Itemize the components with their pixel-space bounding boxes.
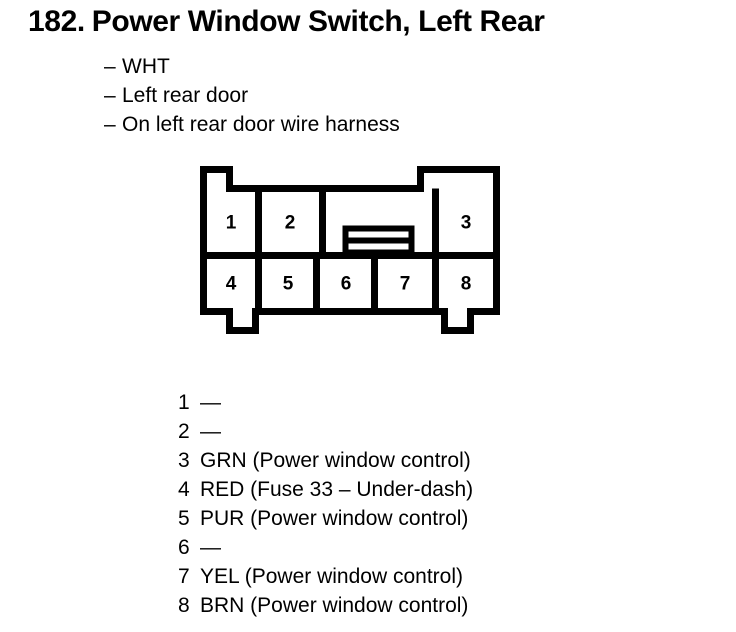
pin-assignment-description: YEL (Power window control) (200, 565, 463, 588)
page-title: 182.Power Window Switch, Left Rear (28, 4, 545, 40)
pin-assignment-number: 5 (178, 507, 190, 530)
dash-marker: – (104, 55, 116, 78)
pin-assignment-description: GRN (Power window control) (200, 449, 471, 472)
pin-cell-4: 4 (226, 274, 237, 295)
pin-assignment-number: 8 (178, 594, 190, 617)
pin-cell-8: 8 (461, 274, 472, 295)
description-item: – WHT (104, 52, 400, 81)
description-item: – On left rear door wire harness (104, 110, 400, 139)
pin-assignment-row: 5 PUR (Power window control) (178, 504, 473, 533)
pin-assignment-description: RED (Fuse 33 – Under-dash) (200, 478, 474, 501)
pin-assignment-number: 4 (178, 478, 190, 501)
pin-assignment-description: — (200, 420, 221, 443)
pin-assignment-description: BRN (Power window control) (200, 594, 469, 617)
pin-cell-6: 6 (341, 274, 352, 295)
pin-assignment-row: 7 YEL (Power window control) (178, 562, 473, 591)
description-item-label: WHT (122, 55, 170, 78)
dash-marker: – (104, 84, 116, 107)
pin-cell-7: 7 (400, 274, 411, 295)
connector-diagram: 1 2 3 4 5 6 7 8 (192, 166, 508, 334)
description-item-label: On left rear door wire harness (122, 113, 400, 136)
pin-assignment-row: 6 — (178, 533, 473, 562)
description-item-label: Left rear door (122, 84, 249, 107)
pin-assignment-description: — (200, 536, 221, 559)
pin-cell-3: 3 (461, 213, 472, 234)
pin-assignment-row: 3 GRN (Power window control) (178, 446, 473, 475)
pin-assignment-row: 8 BRN (Power window control) (178, 591, 473, 620)
pin-cell-1: 1 (226, 213, 237, 234)
description-item: – Left rear door (104, 81, 400, 110)
pin-assignment-description: — (200, 391, 221, 414)
pin-assignment-row: 1 — (178, 388, 473, 417)
pin-cell-2: 2 (285, 213, 296, 234)
pin-assignment-row: 2 — (178, 417, 473, 446)
pin-assignment-list: 1 — 2 — 3 GRN (Power window control) 4 R… (178, 388, 473, 620)
dash-marker: – (104, 113, 116, 136)
description-list: – WHT – Left rear door – On left rear do… (104, 52, 400, 139)
pin-cell-5: 5 (283, 274, 294, 295)
pin-assignment-row: 4 RED (Fuse 33 – Under-dash) (178, 475, 473, 504)
connector-outer-shell (200, 166, 500, 334)
pin-assignment-description: PUR (Power window control) (200, 507, 469, 530)
title-name: Power Window Switch, Left Rear (91, 5, 545, 38)
pin-assignment-number: 2 (178, 420, 190, 443)
pin-assignment-number: 1 (178, 391, 190, 414)
title-number: 182. (28, 5, 85, 38)
pin-assignment-number: 7 (178, 565, 190, 588)
pin-assignment-number: 6 (178, 536, 190, 559)
connector-svg: 1 2 3 4 5 6 7 8 (200, 166, 500, 334)
pin-assignment-number: 3 (178, 449, 190, 472)
